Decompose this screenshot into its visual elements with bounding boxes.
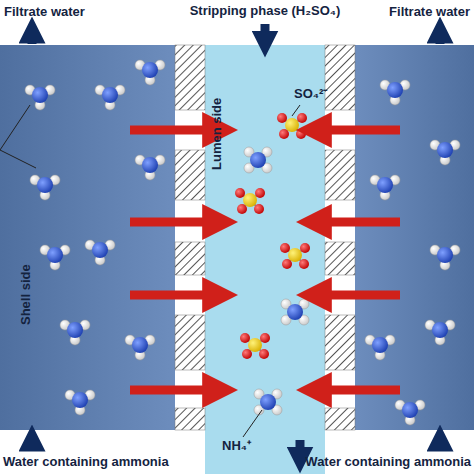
membrane-wall <box>175 315 205 370</box>
inlet-label: Stripping phase (H₂SO₄) <box>190 3 341 19</box>
inlet-label: Water containing ammonia <box>3 454 169 470</box>
sulfate-ion <box>277 113 307 139</box>
membrane-wall <box>175 150 205 200</box>
ammonia-molecule <box>65 390 95 415</box>
ion-label: SO₄²⁻ <box>294 86 327 102</box>
ammonia-molecule <box>430 140 460 165</box>
ammonia-molecule <box>365 335 395 360</box>
membrane-wall <box>325 150 355 200</box>
membrane-wall <box>325 408 355 430</box>
ammonia-molecule <box>430 245 460 270</box>
ammonia-molecule <box>380 80 410 105</box>
lumen-side-region: Lumen side <box>205 45 325 474</box>
ammonium-ion <box>254 389 282 415</box>
membrane-wall <box>325 315 355 370</box>
ammonia-molecule <box>40 245 70 270</box>
outlet-label: Filtrate water <box>4 4 85 20</box>
shell-side-region: Shell side <box>0 45 175 430</box>
membrane-wall <box>325 45 355 110</box>
ammonia-molecule <box>85 240 115 265</box>
ammonia-molecule <box>370 175 400 200</box>
ammonia-molecule <box>95 85 125 110</box>
membrane-wall <box>175 45 205 110</box>
ammonia-molecule <box>135 60 165 85</box>
outlet-label: Filtrate water <box>389 4 470 20</box>
ammonia-molecule <box>30 175 60 200</box>
sulfate-ion <box>280 243 310 269</box>
ammonia-molecule <box>125 335 155 360</box>
ammonia-molecule <box>425 320 455 345</box>
membrane-wall <box>175 408 205 430</box>
region-label: Shell side <box>18 264 34 325</box>
ion-label: NH₄⁺ <box>222 438 251 454</box>
ammonia-molecule <box>135 155 165 180</box>
ammonium-ion <box>281 299 309 325</box>
inlet-label: Water containing ammonia <box>305 454 471 470</box>
membrane-wall <box>175 242 205 275</box>
membrane-wall <box>325 242 355 275</box>
region-label: Lumen side <box>209 98 225 170</box>
ammonium-ion <box>244 147 272 173</box>
ammonia-molecule <box>60 320 90 345</box>
sulfate-ion <box>240 333 270 359</box>
sulfate-ion <box>235 188 265 214</box>
ammonia-molecule <box>395 400 425 425</box>
